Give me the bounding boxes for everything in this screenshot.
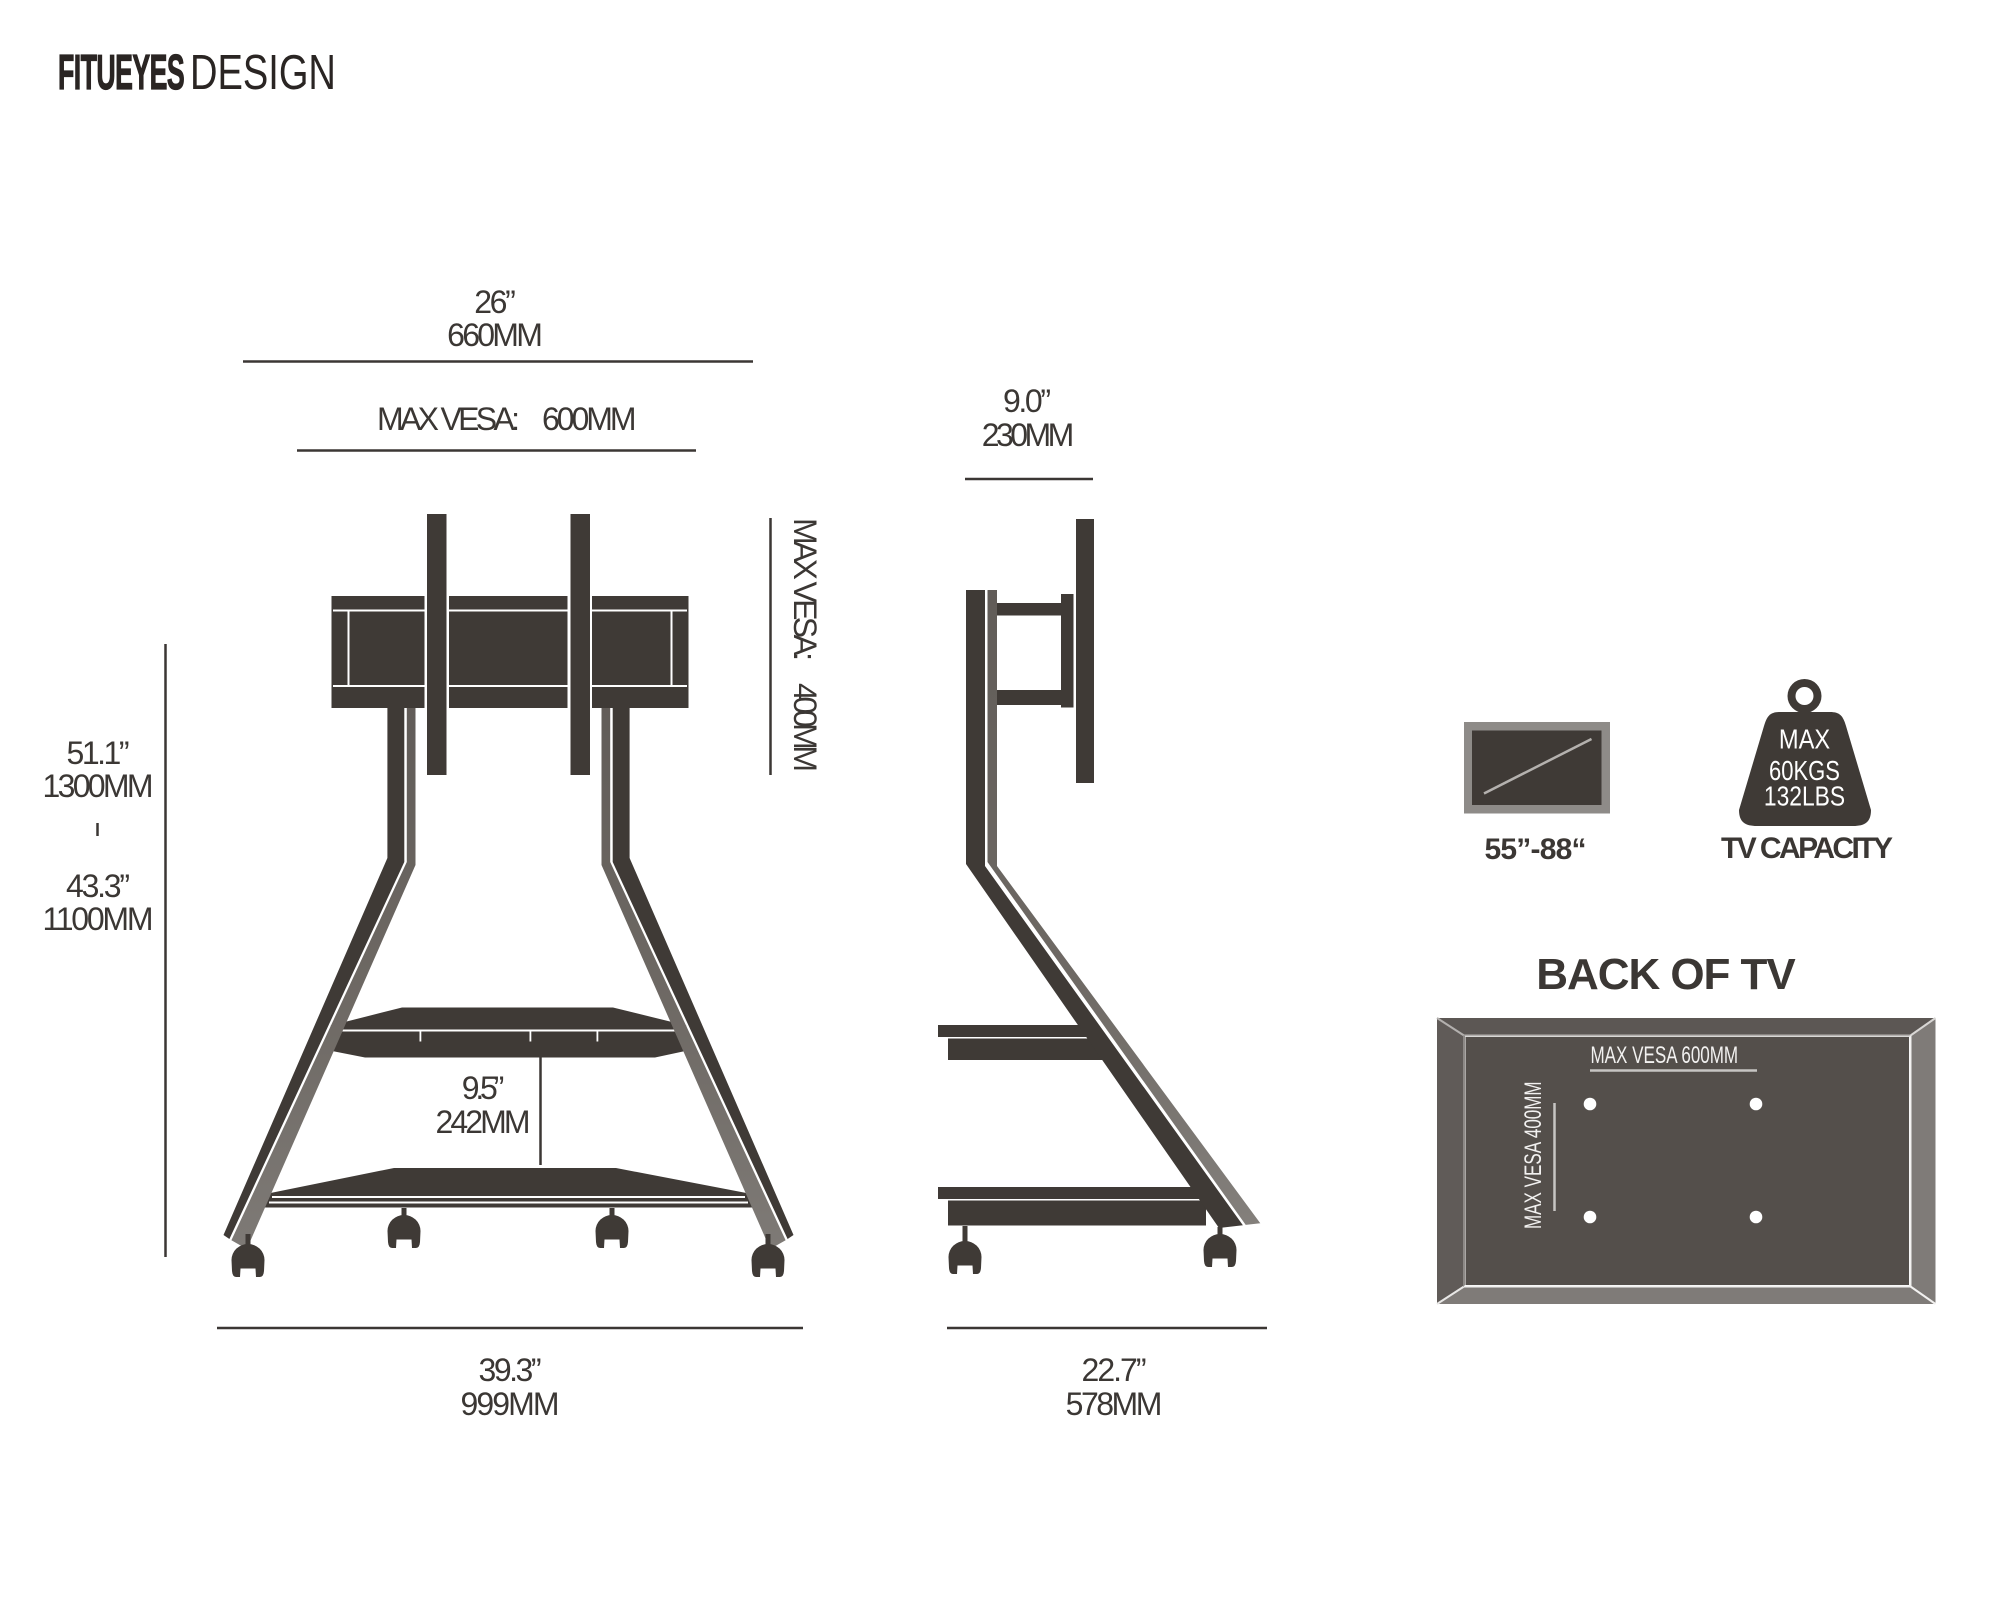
- svg-text:51.1”: 51.1”: [67, 735, 130, 771]
- svg-text:660MM: 660MM: [447, 317, 543, 353]
- svg-text:230MM: 230MM: [982, 417, 1075, 453]
- svg-text:43.3”: 43.3”: [66, 868, 130, 904]
- svg-text:MAX VESA 600MM: MAX VESA 600MM: [1591, 1042, 1739, 1069]
- svg-text:DESIGN: DESIGN: [190, 45, 336, 100]
- svg-text:578MM: 578MM: [1066, 1386, 1163, 1422]
- svg-text:1100MM: 1100MM: [43, 901, 154, 937]
- svg-text:TV CAPACITY: TV CAPACITY: [1721, 832, 1893, 865]
- svg-text:9.0”: 9.0”: [1003, 383, 1051, 419]
- svg-text:400MM: 400MM: [787, 683, 823, 772]
- svg-text:26”: 26”: [474, 284, 516, 320]
- svg-text:600MM: 600MM: [542, 401, 637, 437]
- svg-text:39.3”: 39.3”: [479, 1352, 542, 1388]
- svg-text:60KGS: 60KGS: [1769, 756, 1840, 787]
- svg-text:MAX VESA:: MAX VESA:: [377, 401, 520, 437]
- svg-text:132LBS: 132LBS: [1764, 782, 1845, 812]
- svg-text:9.5”: 9.5”: [462, 1070, 505, 1106]
- svg-text:242MM: 242MM: [436, 1104, 531, 1140]
- svg-text:22.7”: 22.7”: [1082, 1352, 1147, 1388]
- svg-text:BACK OF TV: BACK OF TV: [1536, 950, 1796, 999]
- svg-text:FITUEYES: FITUEYES: [58, 46, 184, 101]
- svg-text:MAX: MAX: [1779, 725, 1830, 755]
- svg-text:55”-88“: 55”-88“: [1485, 833, 1587, 866]
- svg-text:MAX VESA:: MAX VESA:: [787, 518, 823, 661]
- svg-text:999MM: 999MM: [461, 1386, 560, 1422]
- svg-text:MAX VESA 400MM: MAX VESA 400MM: [1520, 1081, 1547, 1229]
- svg-text:1300MM: 1300MM: [43, 768, 154, 804]
